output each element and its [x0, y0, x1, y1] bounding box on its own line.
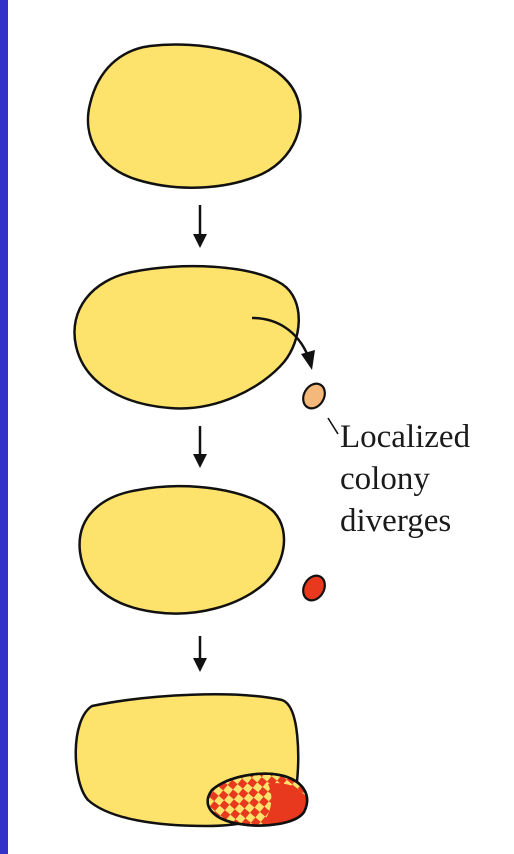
population-blob-stage-2 [74, 266, 298, 408]
population-blob-stage-3 [80, 486, 284, 613]
dispersal-arrowhead [301, 350, 315, 370]
down-arrow-1 [193, 205, 207, 248]
down-arrow-2 [193, 426, 207, 468]
label-leader-line [328, 418, 338, 434]
annotation-line-1: Localized [340, 418, 470, 456]
diverged-colony [299, 572, 329, 605]
annotation-line-3: diverges [340, 502, 451, 540]
diverging-colony [299, 380, 329, 413]
down-arrow-3 [193, 636, 207, 672]
annotation-line-2: colony [340, 460, 430, 498]
population-blob-stage-1 [88, 45, 300, 188]
